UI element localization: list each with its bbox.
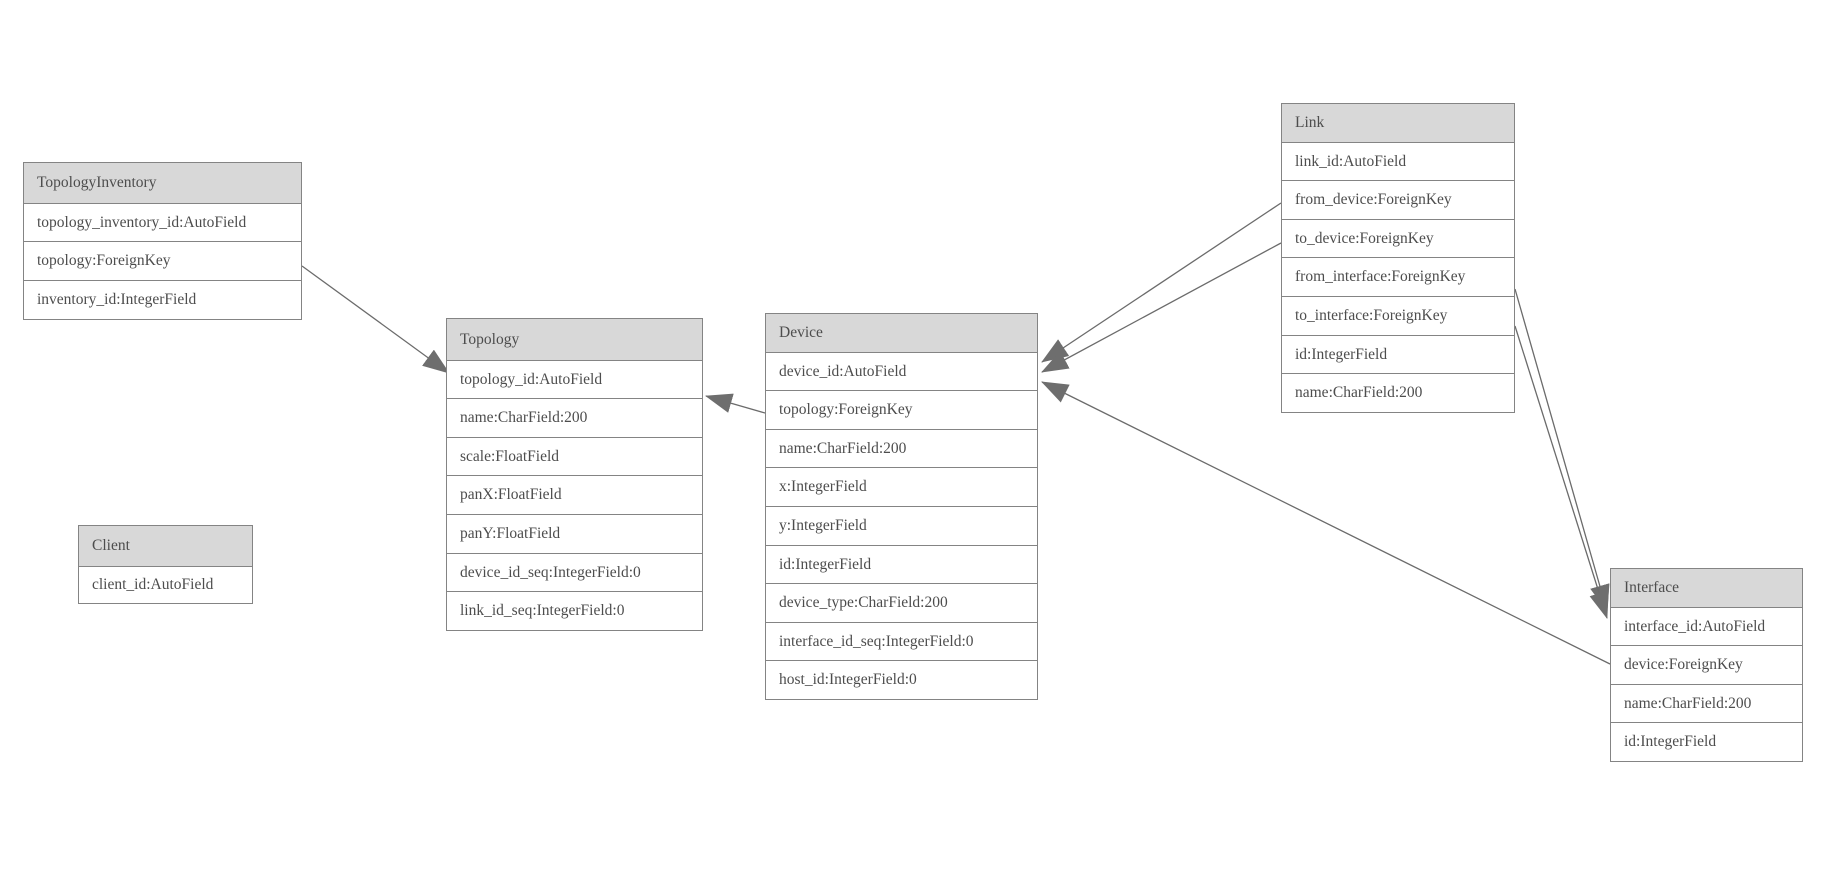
- entity-field-label: topology:ForeignKey: [779, 401, 913, 419]
- entity-field-row: id:IntegerField: [1281, 334, 1515, 375]
- entity-field-label: link_id:AutoField: [1295, 152, 1407, 170]
- entity-field-row: host_id:IntegerField:0: [765, 660, 1038, 701]
- entity-title: Client: [78, 525, 253, 567]
- entity-field-row: id:IntegerField: [765, 544, 1038, 585]
- entity-field-row: topology_inventory_id:AutoField: [23, 202, 302, 243]
- entity-field-label: host_id:IntegerField:0: [779, 671, 917, 689]
- entity-field-label: id:IntegerField: [1295, 345, 1388, 363]
- entity-field-label: name:CharField:200: [1295, 384, 1423, 402]
- entity-field-row: to_device:ForeignKey: [1281, 218, 1515, 259]
- entity-field-label: from_device:ForeignKey: [1295, 191, 1452, 209]
- entity-field-row: device_id:AutoField: [765, 351, 1038, 392]
- entity-field-label: name:CharField:200: [460, 409, 588, 427]
- entity-field-label: to_interface:ForeignKey: [1295, 307, 1448, 325]
- entity-topology: Topology topology_id:AutoField name:CharFi…: [446, 318, 703, 632]
- entity-field-label: panY:FloatField: [460, 525, 561, 543]
- entity-field-row: interface_id:AutoField: [1610, 606, 1803, 647]
- entity-title: TopologyInventory: [23, 162, 302, 204]
- entity-field-row: panX:FloatField: [446, 475, 703, 516]
- entity-field-label: device_id:AutoField: [779, 362, 907, 380]
- entity-field-row: name:CharField:200: [765, 428, 1038, 469]
- relation-interface-device-to-device: [1041, 381, 1611, 665]
- entity-field-row: x:IntegerField: [765, 467, 1038, 508]
- relation-link-from_device-to-device: [1041, 202, 1282, 363]
- entity-field-row: name:CharField:200: [1281, 373, 1515, 414]
- entity-title-label: Topology: [460, 330, 520, 348]
- relation-link-to_device-to-device: [1041, 242, 1282, 373]
- entity-field-row: panY:FloatField: [446, 514, 703, 555]
- entity-title-label: TopologyInventory: [37, 174, 157, 191]
- entity-field-label: x:IntegerField: [779, 478, 867, 496]
- entity-field-label: name:CharField:200: [779, 439, 907, 457]
- entity-link: Link link_id:AutoField from_device:Foreign…: [1281, 103, 1515, 414]
- entity-title-label: Device: [779, 324, 823, 341]
- entity-field-row: link_id_seq:IntegerField:0: [446, 591, 703, 632]
- entity-field-row: y:IntegerField: [765, 506, 1038, 547]
- entity-field-row: scale:FloatField: [446, 436, 703, 477]
- entity-device: Device device_id:AutoField topology:Foreig…: [765, 313, 1038, 701]
- relation-topologyinventory-topology-to-topology: [301, 265, 450, 374]
- entity-field-label: to_device:ForeignKey: [1295, 229, 1434, 247]
- entity-title: Interface: [1610, 568, 1803, 608]
- entity-field-row: interface_id_seq:IntegerField:0: [765, 621, 1038, 662]
- entity-field-row: from_interface:ForeignKey: [1281, 257, 1515, 298]
- relation-link-from_interface-to-interface: [1514, 288, 1610, 612]
- entity-title: Topology: [446, 318, 703, 361]
- entity-field-row: name:CharField:200: [1610, 683, 1803, 724]
- entity-title: Link: [1281, 103, 1515, 143]
- entity-client: Client client_id:AutoField: [78, 525, 253, 604]
- entity-field-row: device_type:CharField:200: [765, 583, 1038, 624]
- entity-field-label: topology:ForeignKey: [37, 252, 171, 270]
- entity-field-row: inventory_id:IntegerField: [23, 279, 302, 320]
- entity-field-label: topology_inventory_id:AutoField: [37, 213, 247, 231]
- entity-field-row: topology:ForeignKey: [765, 390, 1038, 431]
- entity-field-label: from_interface:ForeignKey: [1295, 268, 1466, 286]
- entity-field-label: id:IntegerField: [1624, 733, 1717, 751]
- entity-field-label: scale:FloatField: [460, 447, 560, 465]
- entity-title-label: Link: [1295, 114, 1325, 131]
- entity-field-row: link_id:AutoField: [1281, 141, 1515, 182]
- entity-field-row: to_interface:ForeignKey: [1281, 296, 1515, 337]
- entity-field-label: y:IntegerField: [779, 517, 867, 535]
- entity-field-row: from_device:ForeignKey: [1281, 180, 1515, 221]
- entity-field-label: topology_id:AutoField: [460, 370, 603, 388]
- entity-field-label: id:IntegerField: [779, 555, 872, 573]
- entity-field-label: interface_id_seq:IntegerField:0: [779, 632, 974, 650]
- entity-field-row: device:ForeignKey: [1610, 645, 1803, 686]
- entity-field-label: name:CharField:200: [1624, 694, 1752, 712]
- entity-field-label: interface_id:AutoField: [1624, 617, 1766, 635]
- relation-link-to_interface-to-interface: [1514, 325, 1609, 619]
- entity-field-row: client_id:AutoField: [78, 565, 253, 604]
- entity-title-label: Client: [92, 537, 130, 554]
- entity-field-row: device_id_seq:IntegerField:0: [446, 552, 703, 593]
- entity-field-label: link_id_seq:IntegerField:0: [460, 602, 625, 620]
- entity-field-row: topology:ForeignKey: [23, 241, 302, 282]
- entity-field-label: device_type:CharField:200: [779, 594, 948, 612]
- entity-interface: Interface interface_id:AutoField device:Fo…: [1610, 568, 1803, 763]
- entity-title-label: Interface: [1624, 579, 1680, 596]
- entity-title: Device: [765, 313, 1038, 353]
- entity-field-label: inventory_id:IntegerField: [37, 290, 197, 308]
- entity-topologyinventory: TopologyInventory topology_inventory_id:A…: [23, 162, 302, 320]
- entity-field-label: device:ForeignKey: [1624, 656, 1743, 674]
- entity-field-row: name:CharField:200: [446, 398, 703, 439]
- relation-device-topology-to-topology: [705, 393, 766, 414]
- entity-field-label: panX:FloatField: [460, 486, 562, 504]
- entity-field-row: id:IntegerField: [1610, 722, 1803, 763]
- entity-field-row: topology_id:AutoField: [446, 359, 703, 400]
- entity-field-label: device_id_seq:IntegerField:0: [460, 563, 641, 581]
- entity-field-label: client_id:AutoField: [92, 575, 214, 593]
